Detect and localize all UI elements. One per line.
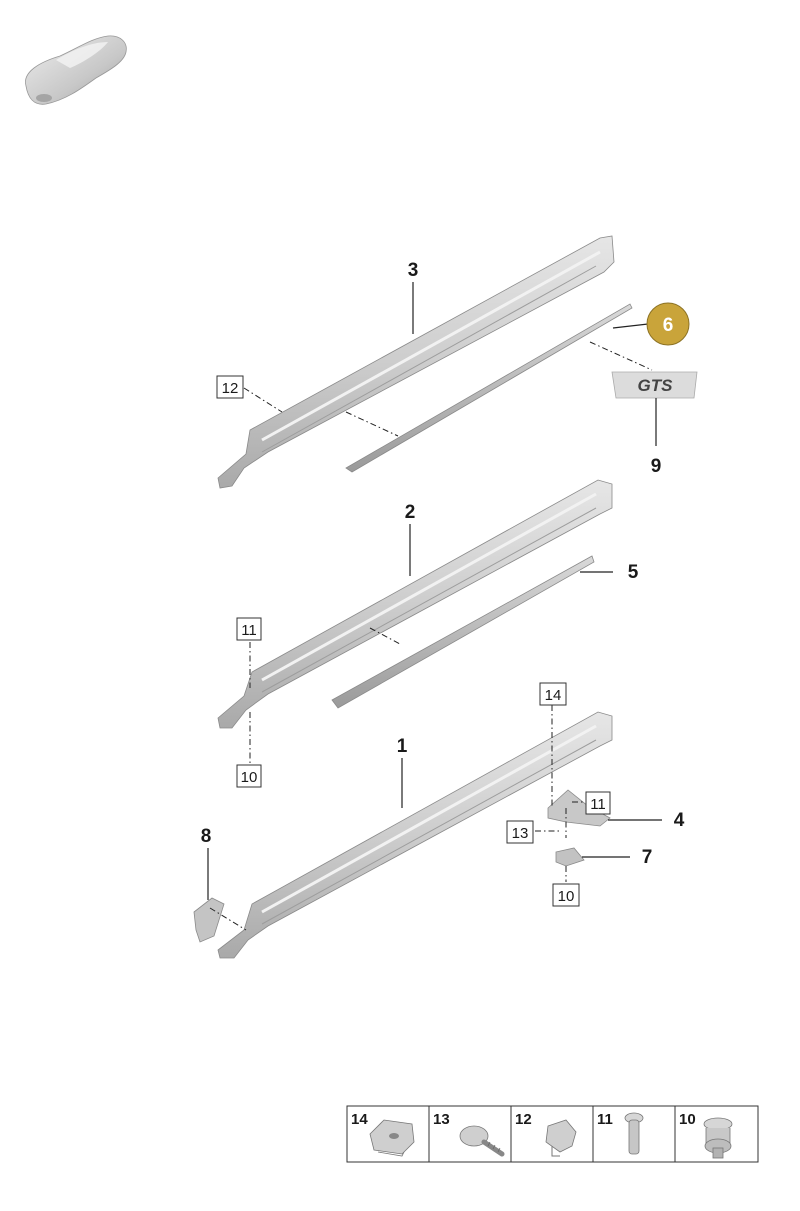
callout-8: 8 [201,826,212,847]
fastener-legend: 14 13 12 11 10 [346,1105,759,1163]
grommet-icon [703,1117,733,1159]
part-7-clip-nut [555,847,585,867]
clip-icon [545,1119,577,1157]
part-8-bracket [193,897,225,943]
boxed-callout-11-low: 11 [585,791,611,815]
car-thumbnail-icon [25,35,127,105]
leader-lines [207,282,662,900]
boxed-callout-12-top: 12 [216,375,244,399]
callout-7: 7 [642,847,653,868]
part-1-sill [217,711,613,959]
part-2-sill-panel [217,479,613,729]
callout-6: 6 [663,315,674,336]
callout-3: 3 [408,260,419,281]
boxed-callout-14-low: 14 [539,682,567,706]
callout-2: 2 [405,502,416,523]
svg-text:14: 14 [545,687,562,704]
speed-nut-icon [369,1119,415,1157]
part-9-gts-badge: GTS [611,371,698,399]
legend-label-11: 11 [597,1111,613,1128]
legend-label-10: 10 [679,1111,696,1128]
callout-9: 9 [651,456,662,477]
callout-4: 4 [674,810,685,831]
boxed-callout-10-mid: 10 [236,764,262,788]
badge-text: GTS [638,376,674,395]
legend-label-13: 13 [433,1111,450,1128]
svg-text:10: 10 [558,888,575,905]
part-6-trim-strip [345,303,633,473]
svg-text:10: 10 [241,769,258,786]
legend-label-14: 14 [351,1111,368,1128]
boxed-callout-11-mid: 11 [236,617,262,641]
svg-text:11: 11 [241,622,257,639]
svg-text:11: 11 [590,796,606,813]
pin-icon [624,1112,644,1155]
part-5-strip [331,555,595,709]
legend-label-12: 12 [515,1111,532,1128]
svg-text:13: 13 [512,825,529,842]
svg-text:12: 12 [222,380,239,397]
callout-5: 5 [628,562,639,583]
boxed-callout-10-low: 10 [552,883,580,907]
callout-6-highlight[interactable]: 6 [646,302,690,346]
part-4-bracket [547,789,611,827]
boxed-callout-13-low: 13 [506,820,534,844]
screw-icon [459,1125,505,1157]
part-3-sill-cover [217,235,615,489]
dash-dot-lines [209,341,653,931]
callout-1: 1 [397,736,408,757]
